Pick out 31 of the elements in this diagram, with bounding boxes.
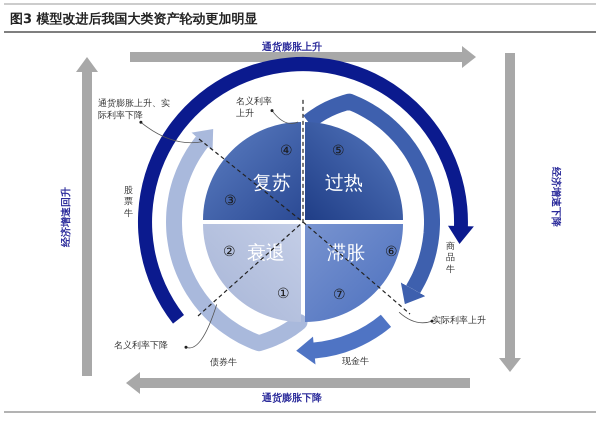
arc-arrow bbox=[296, 314, 392, 364]
axis-label: 经济增速回升 bbox=[59, 187, 73, 247]
step-number: ⑥ bbox=[385, 245, 398, 259]
step-number: ① bbox=[277, 287, 290, 301]
asset-label: 现金牛 bbox=[342, 356, 369, 368]
phase-label: 复苏 bbox=[253, 174, 291, 193]
axis-label: 经济增速下降 bbox=[549, 167, 563, 227]
leader-line bbox=[139, 120, 204, 144]
quadrant-sector bbox=[305, 224, 403, 322]
phase-label: 滞胀 bbox=[327, 244, 365, 263]
leader-line bbox=[184, 304, 218, 349]
phase-label: 衰退 bbox=[247, 244, 285, 263]
axis-label: 通货膨胀上升 bbox=[262, 40, 322, 54]
step-number: ④ bbox=[280, 144, 293, 158]
leader-line bbox=[270, 109, 298, 124]
phase-label: 过热 bbox=[325, 174, 363, 193]
axis-label: 通货膨胀下降 bbox=[262, 392, 322, 405]
step-number: ② bbox=[223, 245, 236, 259]
asset-label: 商品牛 bbox=[446, 242, 456, 276]
annotation-text: 名义利率上升 bbox=[236, 96, 272, 120]
annotation-text: 通货膨胀上升、实际利率下降 bbox=[98, 98, 176, 122]
asset-label: 股票牛 bbox=[124, 186, 134, 220]
figure-title: 图3 模型改进后我国大类资产轮动更加明显 bbox=[10, 10, 258, 28]
arc-arrow bbox=[166, 129, 308, 352]
step-number: ⑦ bbox=[333, 288, 346, 302]
step-number: ③ bbox=[224, 194, 237, 208]
leader-line bbox=[398, 312, 434, 324]
asset-label: 债券牛 bbox=[210, 357, 237, 370]
annotation-text: 名义利率下降 bbox=[114, 340, 186, 352]
step-number: ⑤ bbox=[332, 144, 345, 158]
annotation-text: 实际利率上升 bbox=[432, 315, 498, 328]
